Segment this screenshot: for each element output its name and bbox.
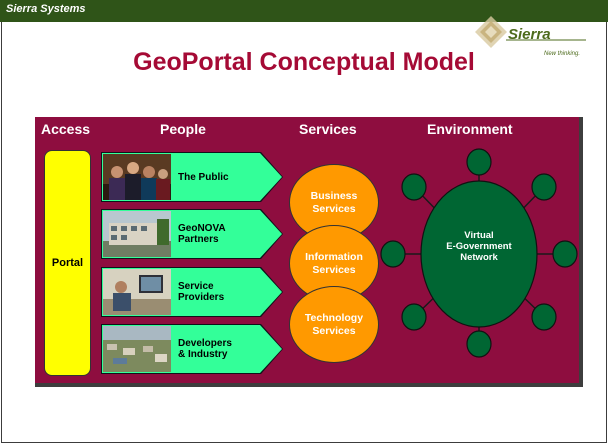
portal-label: Portal xyxy=(51,257,84,269)
service-label-business: Business Services xyxy=(310,189,358,215)
column-header-services: Services xyxy=(299,121,357,137)
network-node-bottom xyxy=(466,330,492,358)
slide-frame xyxy=(1,22,607,443)
network-diagram xyxy=(380,148,578,358)
people-label-public: The Public xyxy=(178,171,229,183)
header-bar: Sierra Systems xyxy=(0,0,608,22)
network-hub xyxy=(420,180,538,328)
people-label-providers: Service Providers xyxy=(178,281,225,303)
people-item-partners: GeoNOVA Partners xyxy=(101,209,283,259)
logo-name: Sierra xyxy=(508,26,551,43)
people-item-public: The Public xyxy=(101,152,283,202)
sierra-diamond-icon xyxy=(475,16,507,48)
service-information: Information Services xyxy=(289,225,379,302)
logo-tagline: New thinking. xyxy=(544,51,581,57)
service-technology: Technology Services xyxy=(289,286,379,363)
network-node-right xyxy=(552,240,578,268)
network-node-left xyxy=(380,240,406,268)
people-item-developers: Developers & Industry xyxy=(101,324,283,374)
sierra-logo xyxy=(475,16,586,48)
company-name: Sierra Systems xyxy=(6,3,86,15)
partners-photo xyxy=(103,211,171,257)
people-item-providers: Service Providers xyxy=(101,267,283,317)
public-photo xyxy=(103,154,171,200)
service-label-information: Information Services xyxy=(305,250,363,276)
column-header-environment: Environment xyxy=(427,121,513,137)
people-label-developers: Developers & Industry xyxy=(178,338,232,360)
network-node-lower-left xyxy=(401,303,427,331)
people-label-partners: GeoNOVA Partners xyxy=(178,223,226,245)
developers-photo xyxy=(103,326,171,372)
network-node-lower-right xyxy=(531,303,557,331)
providers-photo xyxy=(103,269,171,315)
portal-box: Portal xyxy=(44,150,91,376)
network-node-upper-right xyxy=(531,173,557,201)
network-node-top xyxy=(466,148,492,176)
page-title: GeoPortal Conceptual Model xyxy=(133,48,475,76)
service-label-technology: Technology Services xyxy=(304,311,364,337)
network-node-upper-left xyxy=(401,173,427,201)
network-label: Virtual E-Government Network xyxy=(446,230,512,263)
column-header-people: People xyxy=(160,121,206,137)
column-header-access: Access xyxy=(41,121,91,137)
